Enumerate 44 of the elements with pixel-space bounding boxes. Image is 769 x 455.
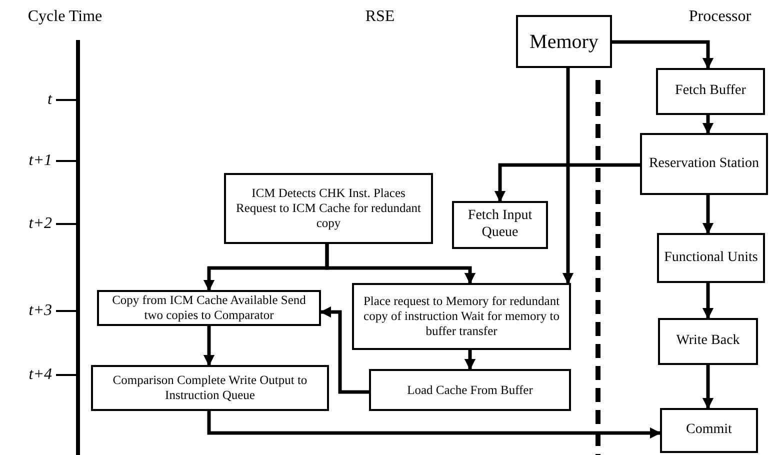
box-label: Copy from ICM Cache Available Send two copies to Comparator (111, 293, 307, 323)
arrow (203, 326, 215, 366)
process-box (656, 68, 765, 115)
column-header: Cycle Time (28, 8, 102, 26)
arrow (702, 365, 714, 410)
process-box (224, 173, 433, 244)
box-label: Write Back (676, 333, 740, 350)
arrow (320, 306, 369, 394)
box-label: Memory (530, 30, 598, 54)
box-label: Reservation Station (648, 156, 760, 172)
process-box (660, 408, 758, 453)
cycle-label: t+4 (28, 366, 52, 384)
process-box (91, 365, 329, 411)
arrow (562, 68, 574, 284)
box-label: Fetch Buffer (675, 83, 746, 100)
arrow (702, 195, 714, 234)
process-box (658, 318, 758, 365)
arrow (612, 40, 714, 70)
box-label: Comparison Complete Write Output to Instruction Queue (112, 373, 308, 403)
cycle-label: t+2 (28, 215, 52, 233)
box-label: Commit (686, 422, 732, 439)
box-label: Load Cache From Buffer (407, 382, 533, 398)
box-label: ICM Detects CHK Inst. Places Request to ICM Cache for redundant copy (234, 186, 422, 231)
process-box (640, 133, 768, 195)
process-box (657, 233, 765, 283)
arrow (464, 350, 476, 370)
box-label: Place request to Memory for redundant copy of instruction Wait for memory to buffer transfer (362, 294, 561, 339)
arrow (702, 283, 714, 320)
cycle-label: t (48, 91, 52, 109)
arrow (702, 115, 714, 134)
column-header: RSE (365, 8, 395, 26)
arrow (325, 244, 476, 284)
arrow (494, 163, 640, 202)
cycle-label: t+1 (28, 152, 52, 170)
cycle-label: t+3 (28, 302, 52, 320)
column-header: Processor (688, 8, 752, 26)
process-box (369, 369, 571, 411)
process-box (352, 283, 571, 350)
arrow (207, 411, 662, 439)
process-box (516, 15, 612, 68)
box-label: Functional Units (664, 250, 758, 266)
box-label: Fetch Input Queue (466, 208, 534, 242)
process-box (97, 290, 321, 326)
process-box (452, 201, 548, 249)
